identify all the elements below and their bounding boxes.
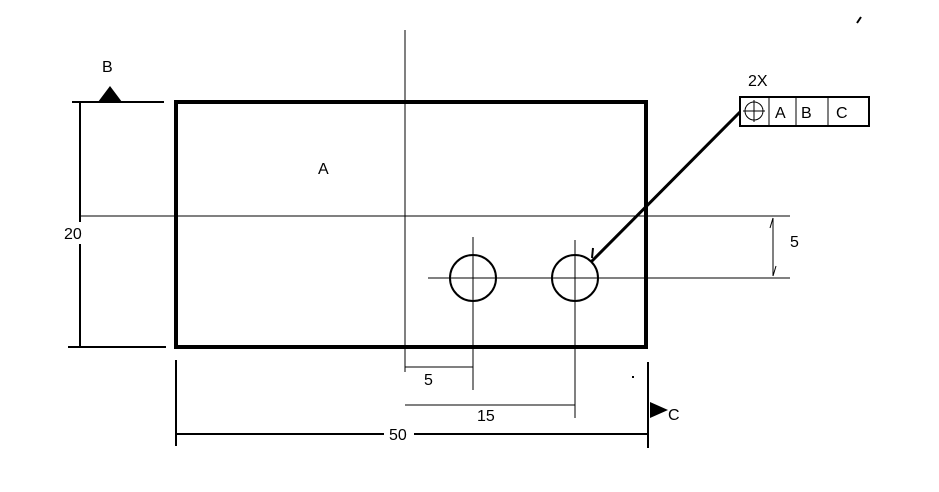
offset-arrow-bottom (772, 265, 777, 277)
datum-c-triangle (650, 402, 668, 418)
stray-dot (632, 376, 634, 378)
height-dim-label-bg (62, 222, 92, 244)
part-outline (174, 100, 648, 349)
stray-mark (856, 16, 862, 24)
surface-a-label: A (318, 161, 329, 178)
fcf-count-label: 2X (748, 73, 768, 90)
fcf-leader-tick (591, 247, 594, 259)
fcf-datum-b: B (801, 105, 812, 122)
position-icon (743, 100, 765, 122)
datum-b-triangle (98, 86, 122, 102)
fcf-leader-line (589, 110, 742, 264)
fcf-datum-a: A (775, 105, 786, 122)
offset-dim-label: 5 (790, 234, 799, 251)
width-dim-label: 50 (389, 427, 407, 444)
hole2-x-dim-label: 15 (477, 408, 495, 425)
hole1-x-dim-label: 5 (424, 372, 433, 389)
height-dim-label: 20 (64, 226, 82, 243)
datum-c-label: C (668, 407, 680, 424)
offset-arrow-top (769, 217, 774, 229)
width-dim-label-bg (384, 424, 414, 444)
datum-b-label: B (102, 59, 113, 76)
fcf-datum-c: C (836, 105, 848, 122)
feature-control-frame (739, 96, 870, 127)
